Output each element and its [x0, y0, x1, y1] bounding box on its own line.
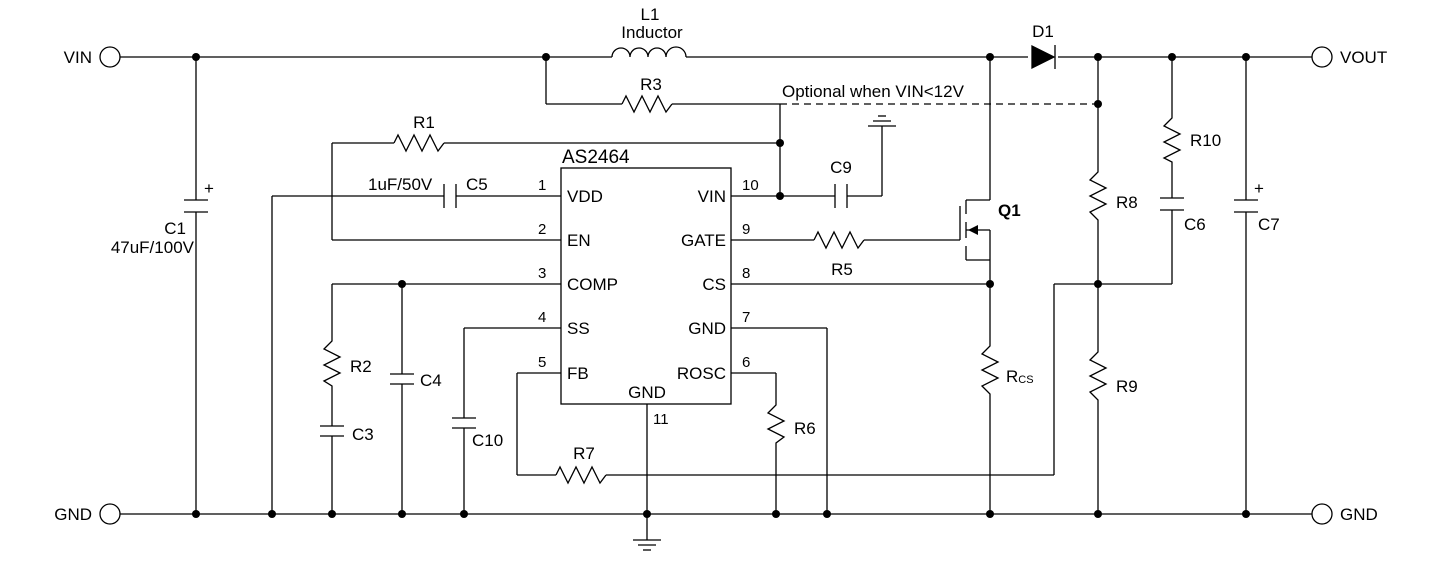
- ic-pin-numbers: 1 2 3 4 5 6 7 8 9 10 11: [538, 177, 759, 428]
- c1-polarity: +: [204, 179, 214, 198]
- resistor-r10: [1162, 112, 1182, 168]
- capacitor-c9: [834, 184, 848, 208]
- c7-ref: C7: [1258, 215, 1280, 234]
- resistor-r1: [393, 133, 445, 153]
- r6-ref: R6: [794, 419, 816, 438]
- l1-ref: L1: [641, 5, 660, 24]
- pin-en-label: EN: [567, 231, 591, 250]
- resistor-r5: [813, 230, 865, 250]
- pin-2-number: 2: [538, 221, 546, 238]
- pin-gate-label: GATE: [681, 231, 726, 250]
- resistor-r7: [555, 465, 607, 485]
- pin-gnd-bottom-label: GND: [628, 383, 666, 402]
- diode-d1: [1031, 44, 1056, 70]
- r7-ref: R7: [573, 444, 595, 463]
- junction-dots: [192, 53, 1250, 518]
- pin-11-number: 11: [653, 411, 669, 428]
- pin-vin-label: VIN: [698, 187, 726, 206]
- rcs-ref: RCS: [1006, 367, 1034, 386]
- pin-6-number: 6: [742, 354, 750, 371]
- gnd-left-label: GND: [54, 505, 92, 524]
- pin-3-number: 3: [538, 265, 546, 282]
- c4-ref: C4: [420, 371, 442, 390]
- pin-rosc-label: ROSC: [677, 364, 726, 383]
- ic-name: AS2464: [562, 147, 630, 168]
- inductor-l1: [611, 46, 687, 58]
- pin-8-number: 8: [742, 265, 750, 282]
- c6-ref: C6: [1184, 215, 1206, 234]
- resistor-r8: [1088, 166, 1108, 230]
- vin-label: VIN: [64, 48, 92, 67]
- vout-label: VOUT: [1340, 48, 1387, 67]
- capacitor-c5: [443, 184, 457, 208]
- q1-ref: Q1: [998, 201, 1021, 220]
- gnd-right-terminal: [1311, 503, 1333, 525]
- capacitor-c6: [1160, 197, 1184, 211]
- r3-ref: R3: [640, 75, 662, 94]
- pin-4-number: 4: [538, 309, 546, 326]
- capacitor-c4: [390, 373, 414, 385]
- resistor-rcs: [980, 340, 1000, 404]
- r2-ref: R2: [350, 357, 372, 376]
- resistor-r2: [322, 336, 342, 392]
- capacitor-c7: [1234, 199, 1258, 213]
- terminals: VIN VOUT GND GND: [54, 46, 1387, 525]
- pin-ss-label: SS: [567, 319, 590, 338]
- resistor-r6: [766, 400, 786, 450]
- r10-ref: R10: [1190, 131, 1221, 150]
- c5-value: 1uF/50V: [368, 175, 433, 194]
- capacitor-c1: [184, 199, 208, 213]
- r5-ref: R5: [831, 260, 853, 279]
- r9-ref: R9: [1116, 377, 1138, 396]
- ic-body: [560, 167, 732, 405]
- d1-ref: D1: [1032, 22, 1054, 41]
- l1-value: Inductor: [621, 23, 683, 42]
- mosfet-q1: [959, 199, 991, 261]
- pin-10-number: 10: [742, 177, 759, 194]
- vin-terminal: [99, 46, 121, 68]
- gnd-right-label: GND: [1340, 505, 1378, 524]
- c10-ref: C10: [472, 431, 503, 450]
- optional-note: Optional when VIN<12V: [782, 82, 965, 101]
- c5-ref: C5: [466, 175, 488, 194]
- resistor-r9: [1088, 346, 1108, 410]
- vout-terminal: [1311, 46, 1333, 68]
- pin-7-number: 7: [742, 309, 750, 326]
- pin-comp-label: COMP: [567, 275, 618, 294]
- c7-polarity: +: [1254, 179, 1264, 198]
- capacitor-c10: [452, 417, 476, 429]
- c3-ref: C3: [352, 425, 374, 444]
- pin-gnd-label: GND: [688, 319, 726, 338]
- r8-ref: R8: [1116, 193, 1138, 212]
- c1-value: 47uF/100V: [111, 238, 195, 257]
- pin-cs-label: CS: [702, 275, 726, 294]
- pin-1-number: 1: [538, 177, 546, 194]
- ic-pin-names: VDD EN COMP SS FB ROSC GND CS GATE VIN G…: [567, 187, 726, 402]
- pin-fb-label: FB: [567, 364, 589, 383]
- c9-ref: C9: [830, 158, 852, 177]
- pin-vdd-label: VDD: [567, 187, 603, 206]
- pin-9-number: 9: [742, 221, 750, 238]
- resistor-r3: [621, 94, 673, 114]
- wires: [120, 56, 1312, 540]
- capacitor-c3: [320, 425, 344, 437]
- ground-symbol-c9: [868, 115, 896, 127]
- c1-ref: C1: [164, 219, 186, 238]
- pin-5-number: 5: [538, 354, 546, 371]
- ground-symbol-ic: [633, 539, 661, 551]
- gnd-left-terminal: [99, 503, 121, 525]
- r1-ref: R1: [413, 113, 435, 132]
